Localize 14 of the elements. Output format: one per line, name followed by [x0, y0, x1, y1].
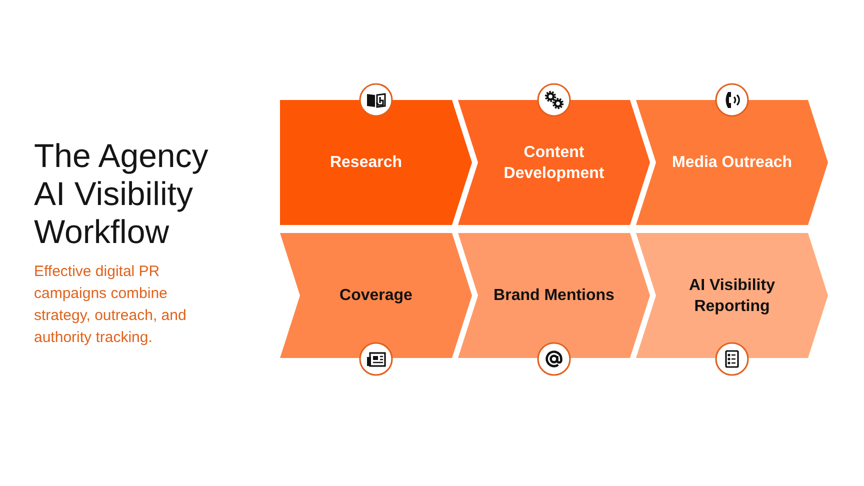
step-label: Media Outreach: [672, 154, 792, 171]
description-text: Effective digital PR campaigns combine strategy, outreach, and authority tracking.: [34, 262, 188, 348]
step-label: Brand Mentions: [494, 287, 614, 304]
step-label: Research: [330, 154, 402, 171]
step-label: AI Visibility Reporting: [689, 276, 775, 314]
chevron-step: [280, 233, 472, 358]
step-label: Content Development: [504, 144, 604, 182]
chevron-step: [458, 233, 650, 358]
chevron-step: [458, 100, 650, 225]
chevron-step: [636, 233, 828, 358]
page-title: The Agency AI Visibility Workflow: [34, 137, 210, 251]
chevron-step: [280, 100, 472, 225]
chevron-step: [636, 100, 828, 225]
step-label: Coverage: [340, 287, 412, 304]
